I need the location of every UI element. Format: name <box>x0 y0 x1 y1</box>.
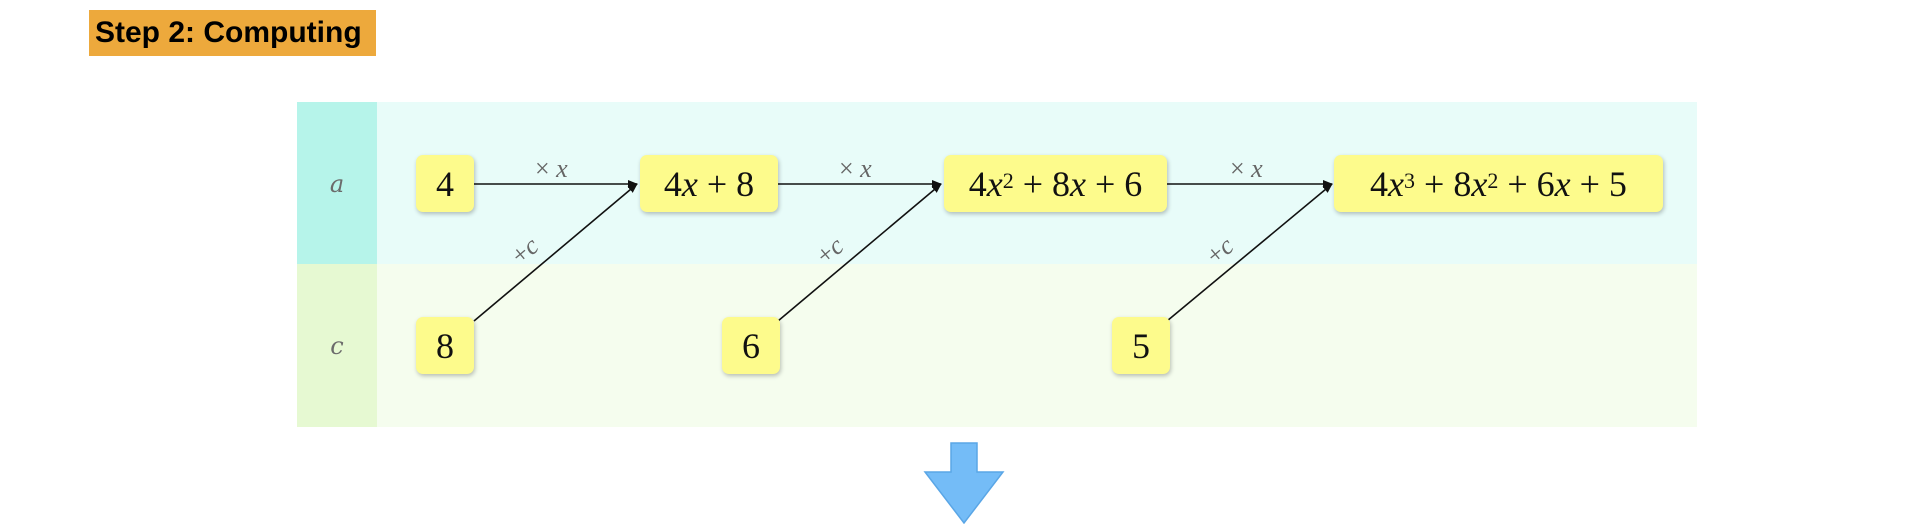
row-a-label-cell <box>297 102 377 264</box>
arrow-c1-a2 <box>777 183 942 322</box>
row-c-band <box>297 264 1697 427</box>
down-arrow-icon <box>923 442 1005 524</box>
edge-label-times-x-1: × x <box>535 154 568 183</box>
arrow-c0-a1 <box>473 183 638 322</box>
box-c1: 6 <box>722 317 780 374</box>
arrow-c2-a3 <box>1166 183 1333 322</box>
box-a0: 4 <box>416 155 474 212</box>
row-c-label-cell <box>297 264 377 427</box>
edge-label-times-x-2: × x <box>839 154 872 183</box>
edge-label-times-x-3: × x <box>1230 154 1263 183</box>
row-label-c: c <box>330 332 344 360</box>
box-c0: 8 <box>416 317 474 374</box>
row-label-a: a <box>329 170 345 198</box>
step-title: Step 2: Computing <box>89 10 376 56</box>
box-c2: 5 <box>1112 317 1170 374</box>
